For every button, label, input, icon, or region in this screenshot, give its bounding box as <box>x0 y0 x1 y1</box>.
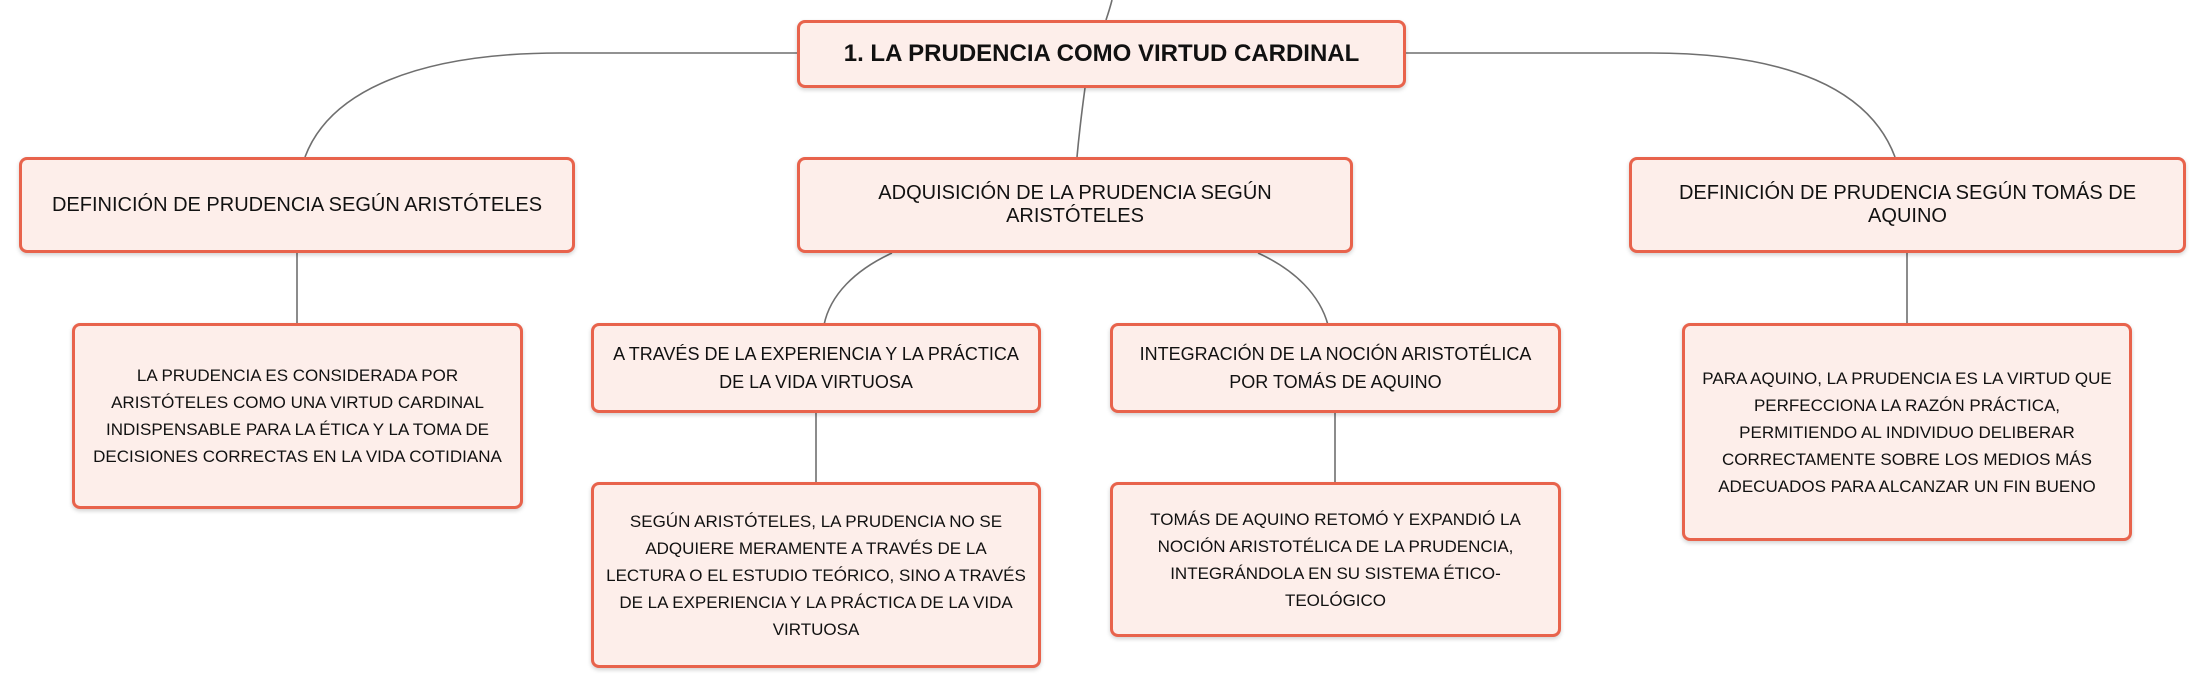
connector-acquisition-to-integration <box>1257 252 1329 326</box>
leaf-aquinas-expansion[interactable]: TOMÁS DE AQUINO RETOMÓ Y EXPANDIÓ LA NOC… <box>1110 482 1561 637</box>
root-topic-label: 1. LA PRUDENCIA COMO VIRTUD CARDINAL <box>843 40 1360 67</box>
sub-label: A TRAVÉS DE LA EXPERIENCIA Y LA PRÁCTICA… <box>613 344 1019 392</box>
connector-acquisition-to-experience <box>823 252 893 326</box>
connector-root-to-aristotle-definition <box>304 52 798 158</box>
leaf-aristotle-cardinal-virtue[interactable]: LA PRUDENCIA ES CONSIDERADA POR ARISTÓTE… <box>72 323 523 509</box>
sub-aquinas-integration[interactable]: INTEGRACIÓN DE LA NOCIÓN ARISTOTÉLICA PO… <box>1110 323 1561 413</box>
leaf-label: PARA AQUINO, LA PRUDENCIA ES LA VIRTUD Q… <box>1702 368 2112 496</box>
leaf-aristotle-experience[interactable]: SEGÚN ARISTÓTELES, LA PRUDENCIA NO SE AD… <box>591 482 1041 668</box>
connector-root-to-aquinas-definition <box>1405 52 1896 158</box>
branch-aquinas-definition[interactable]: DEFINICIÓN DE PRUDENCIA SEGÚN TOMÁS DE A… <box>1629 157 2186 253</box>
branch-label: ADQUISICIÓN DE LA PRUDENCIA SEGÚN ARISTÓ… <box>878 182 1272 227</box>
root-topic[interactable]: 1. LA PRUDENCIA COMO VIRTUD CARDINAL <box>797 20 1406 88</box>
branch-label: DEFINICIÓN DE PRUDENCIA SEGÚN ARISTÓTELE… <box>51 193 543 216</box>
branch-label: DEFINICIÓN DE PRUDENCIA SEGÚN TOMÁS DE A… <box>1678 182 2137 227</box>
connector-root-to-acquisition <box>1076 87 1086 158</box>
leaf-label: TOMÁS DE AQUINO RETOMÓ Y EXPANDIÓ LA NOC… <box>1150 509 1521 610</box>
sub-label: INTEGRACIÓN DE LA NOCIÓN ARISTOTÉLICA PO… <box>1139 344 1532 392</box>
branch-aristotle-definition[interactable]: DEFINICIÓN DE PRUDENCIA SEGÚN ARISTÓTELE… <box>19 157 575 253</box>
leaf-aquinas-practical-reason[interactable]: PARA AQUINO, LA PRUDENCIA ES LA VIRTUD Q… <box>1682 323 2132 541</box>
connector-parent-to-root <box>1105 0 1113 21</box>
leaf-label: LA PRUDENCIA ES CONSIDERADA POR ARISTÓTE… <box>93 366 502 466</box>
sub-experience-practice[interactable]: A TRAVÉS DE LA EXPERIENCIA Y LA PRÁCTICA… <box>591 323 1041 413</box>
leaf-label: SEGÚN ARISTÓTELES, LA PRUDENCIA NO SE AD… <box>606 511 1026 639</box>
branch-acquisition[interactable]: ADQUISICIÓN DE LA PRUDENCIA SEGÚN ARISTÓ… <box>797 157 1353 253</box>
